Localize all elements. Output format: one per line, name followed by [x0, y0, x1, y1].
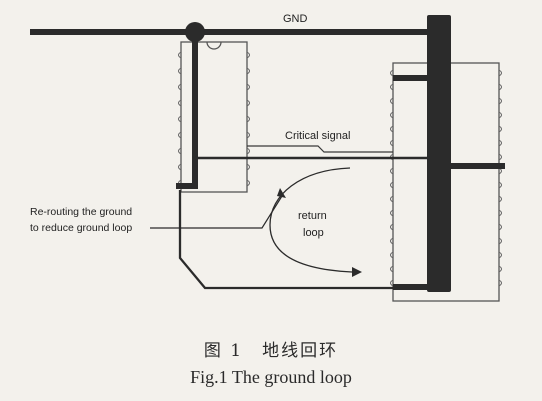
left-chip-pins-right — [246, 51, 250, 187]
critical-signal-label: Critical signal — [285, 130, 350, 142]
rerouted-ground-path — [178, 190, 393, 290]
ic-pin — [390, 223, 394, 231]
ic-pin — [390, 265, 394, 273]
ic-pin — [246, 83, 250, 91]
ic-pin — [498, 111, 502, 119]
rerouting-label-line2: to reduce ground loop — [30, 222, 132, 234]
ic-pin — [390, 139, 394, 147]
ic-pin — [178, 99, 182, 107]
ic-pin — [246, 99, 250, 107]
ic-pin — [498, 181, 502, 189]
ic-pin — [390, 167, 394, 175]
ic-pin — [498, 237, 502, 245]
ic-pin — [390, 111, 394, 119]
ic-pin — [390, 69, 394, 77]
ic-pin — [498, 69, 502, 77]
ic-pin — [498, 83, 502, 91]
figure-caption-chinese: 图 1 地线回环 — [203, 341, 339, 361]
ic-pin — [498, 195, 502, 203]
ic-pin — [178, 163, 182, 171]
ground-loop-diagram: GND Critical signal Re-routing the groun… — [30, 13, 505, 302]
figure-caption-english: Fig.1 The ground loop — [190, 367, 352, 387]
ic-pin — [178, 83, 182, 91]
rerouting-leader-line — [150, 195, 283, 229]
ic-pin — [390, 251, 394, 259]
rerouting-label-line1: Re-routing the ground — [30, 206, 132, 218]
ic-pin — [246, 115, 250, 123]
ic-pin — [178, 67, 182, 75]
ic-pin — [390, 125, 394, 133]
ic-pin — [498, 251, 502, 259]
ic-pin — [390, 209, 394, 217]
right-connector-pins-left — [390, 69, 394, 287]
ic-pin — [390, 279, 394, 287]
ic-pin — [178, 51, 182, 59]
left-ic-chip — [178, 41, 250, 193]
return-loop-arrow — [269, 167, 353, 273]
ic-pin — [498, 139, 502, 147]
ic-pin — [498, 223, 502, 231]
ic-pin — [498, 265, 502, 273]
return-loop-arrowhead — [352, 267, 362, 277]
ic-pin — [178, 131, 182, 139]
ic-pin — [498, 279, 502, 287]
ground-bus-bar — [427, 15, 451, 292]
return-loop-label-line1: return — [298, 210, 327, 222]
ic-pin — [390, 97, 394, 105]
ic-pin — [390, 181, 394, 189]
ic-pin — [498, 125, 502, 133]
rerouting-leader-arrowhead — [277, 188, 286, 198]
ic-pin — [498, 209, 502, 217]
ic-pin — [246, 179, 250, 187]
ic-pin — [178, 147, 182, 155]
ic-pin — [246, 147, 250, 155]
ic-pin — [246, 67, 250, 75]
ic-pin — [246, 163, 250, 171]
ic-pin — [246, 131, 250, 139]
ic-pin — [390, 195, 394, 203]
ic-pin — [178, 115, 182, 123]
gnd-label: GND — [283, 13, 308, 25]
ic-pin — [390, 237, 394, 245]
return-loop-label-line2: loop — [303, 227, 324, 239]
ic-pin — [390, 83, 394, 91]
right-connector-pins-right — [498, 69, 502, 287]
ic-pin — [498, 97, 502, 105]
ic-pin — [246, 51, 250, 59]
critical-signal-trace — [247, 145, 393, 153]
ic-pin — [498, 153, 502, 161]
